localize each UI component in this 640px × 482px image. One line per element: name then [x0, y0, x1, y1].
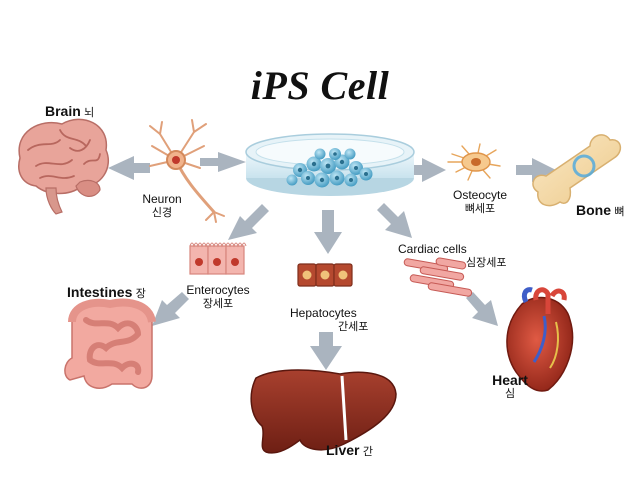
intestines-illustration [64, 298, 156, 389]
label-liver: Liver 간 [326, 443, 373, 459]
arrow-to-liver [310, 332, 342, 370]
label-intestines: Intestines 장 [67, 285, 146, 301]
label-neuron: Neuron 신경 [132, 192, 192, 220]
hepatocytes-korean: 간세포 [338, 321, 369, 333]
label-osteocyte: Osteocyte 뼈세포 [440, 188, 520, 216]
label-brain: Brain 뇌 [45, 104, 94, 120]
arrow-to-bone [516, 158, 556, 182]
bone-illustration [532, 134, 622, 207]
brain-korean: 뇌 [84, 107, 95, 119]
label-bone: Bone 뼈 [576, 203, 624, 219]
label-hepatocytes: Hepatocytes 간세포 [290, 306, 386, 334]
intestines-korean: 장 [135, 288, 146, 300]
neuron-korean: 신경 [151, 207, 173, 219]
bone-name: Bone [576, 202, 611, 218]
ips-cell-cluster [286, 148, 373, 188]
liver-illustration [250, 369, 397, 454]
arrow-to-cardiac [377, 203, 412, 238]
petri-dish [245, 133, 415, 196]
enterocytes-illustration [189, 242, 247, 275]
osteocyte-korean: 뼈세포 [464, 203, 496, 215]
osteocyte-illustration [447, 143, 501, 181]
enterocytes-name: Enterocytes [186, 283, 250, 297]
diagram-title: iPS Cell [250, 63, 390, 108]
arrow-to-neuron [200, 152, 246, 172]
brain-illustration [18, 118, 109, 215]
liver-korean: 간 [362, 446, 373, 458]
arrow-to-enterocytes [228, 204, 269, 240]
label-enterocytes: Enterocytes 장세포 [170, 283, 266, 311]
arrow-to-heart [466, 292, 498, 326]
arrow-to-intestines [152, 292, 189, 326]
neuron-illustration [149, 119, 225, 223]
cardiac-korean: 심장세포 [466, 257, 507, 269]
hepatocytes-illustration [297, 263, 353, 287]
enterocytes-korean: 장세포 [202, 298, 234, 310]
label-cardiac: Cardiac cells 심장세포 [398, 242, 506, 270]
arrow-to-hepatocytes [314, 210, 342, 254]
arrow-to-osteocyte [412, 158, 446, 182]
heart-name: Heart [492, 372, 528, 388]
intestines-name: Intestines [67, 284, 133, 300]
label-heart: Heart 심 [482, 373, 538, 401]
bone-korean: 뼈 [614, 206, 625, 218]
brain-name: Brain [45, 103, 81, 119]
cardiac-name: Cardiac cells [398, 242, 467, 256]
liver-name: Liver [326, 442, 360, 458]
osteocyte-name: Osteocyte [452, 188, 508, 202]
neuron-name: Neuron [142, 192, 182, 206]
cardiac-cells-illustration [403, 257, 473, 297]
heart-illustration [506, 287, 574, 392]
arrow-to-brain [108, 156, 150, 180]
hepatocytes-name: Hepatocytes [290, 306, 357, 320]
heart-korean: 심 [504, 388, 516, 400]
